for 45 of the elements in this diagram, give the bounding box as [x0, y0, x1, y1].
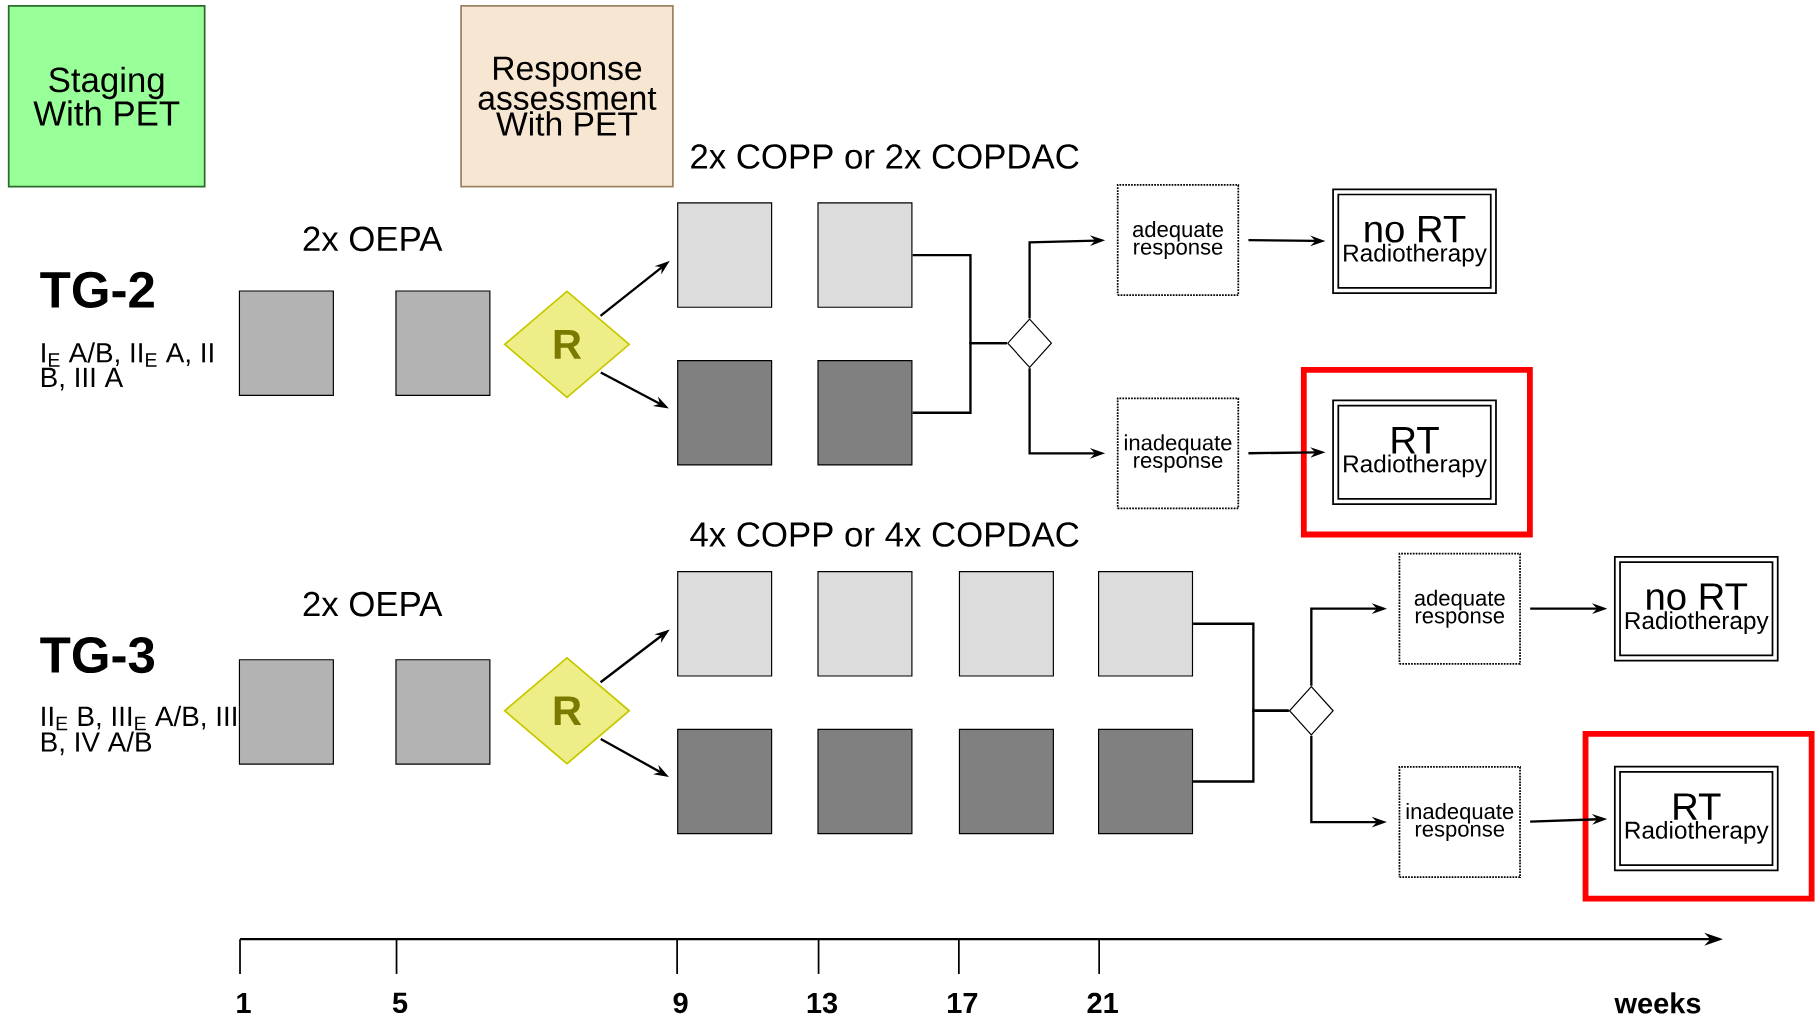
connector-line	[912, 341, 1007, 414]
decision-diamond	[1288, 685, 1334, 736]
cycle-label: 2x COPP or 2x COPDAC	[691, 144, 1079, 169]
group-label: TG-3	[40, 636, 155, 674]
group-label: TG-2	[40, 271, 154, 308]
response-box: inadequate response	[1116, 397, 1240, 510]
tick-label: 13	[807, 992, 838, 1014]
tick-label: 17	[948, 992, 978, 1013]
treatment-block	[677, 202, 773, 308]
treatment-block	[817, 202, 913, 308]
treatment-block	[1098, 728, 1194, 835]
connector-line	[1193, 709, 1289, 783]
axis-label: weeks	[1614, 992, 1701, 1014]
treatment-block	[238, 290, 334, 396]
stage-list: I$_{E}$ A/B, II$_{E}$ A, II B, III A	[41, 342, 213, 391]
cycle-label: 4x COPP or 4x COPDAC	[690, 522, 1079, 547]
treatment-block	[238, 659, 334, 765]
treatment-block	[817, 728, 913, 835]
highlight-frame	[1582, 730, 1815, 902]
therapy-box: RT Radiotherapy	[1332, 399, 1497, 505]
treatment-block	[958, 570, 1054, 677]
tick-label: 1	[237, 992, 251, 1013]
highlight-frame	[1300, 366, 1533, 538]
assessment-box: Response assessment With PET	[460, 4, 674, 188]
cycle-label: 2x OEPA	[303, 226, 443, 252]
treatment-block	[817, 359, 913, 466]
response-box: adequate response	[1116, 184, 1240, 296]
response-box: adequate response	[1398, 552, 1521, 665]
tick-label: 21	[1087, 992, 1118, 1013]
therapy-box: no RT Radiotherapy	[1613, 555, 1779, 662]
treatment-block	[817, 570, 913, 677]
treatment-block	[1098, 570, 1194, 677]
treatment-block	[958, 728, 1054, 835]
tick-label: 5	[392, 992, 408, 1013]
response-box: inadequate response	[1398, 766, 1521, 878]
treatment-block	[395, 659, 491, 765]
treatment-block	[677, 359, 773, 466]
treatment-block	[395, 290, 491, 396]
treatment-block	[677, 570, 773, 677]
cycle-label: 2x OEPA	[303, 591, 443, 617]
therapy-box: no RT Radiotherapy	[1332, 188, 1497, 294]
staging-box: Staging With PET	[7, 4, 206, 188]
therapy-box: RT Radiotherapy	[1613, 765, 1779, 872]
tick-label: 9	[673, 992, 688, 1014]
treatment-block	[677, 728, 773, 835]
